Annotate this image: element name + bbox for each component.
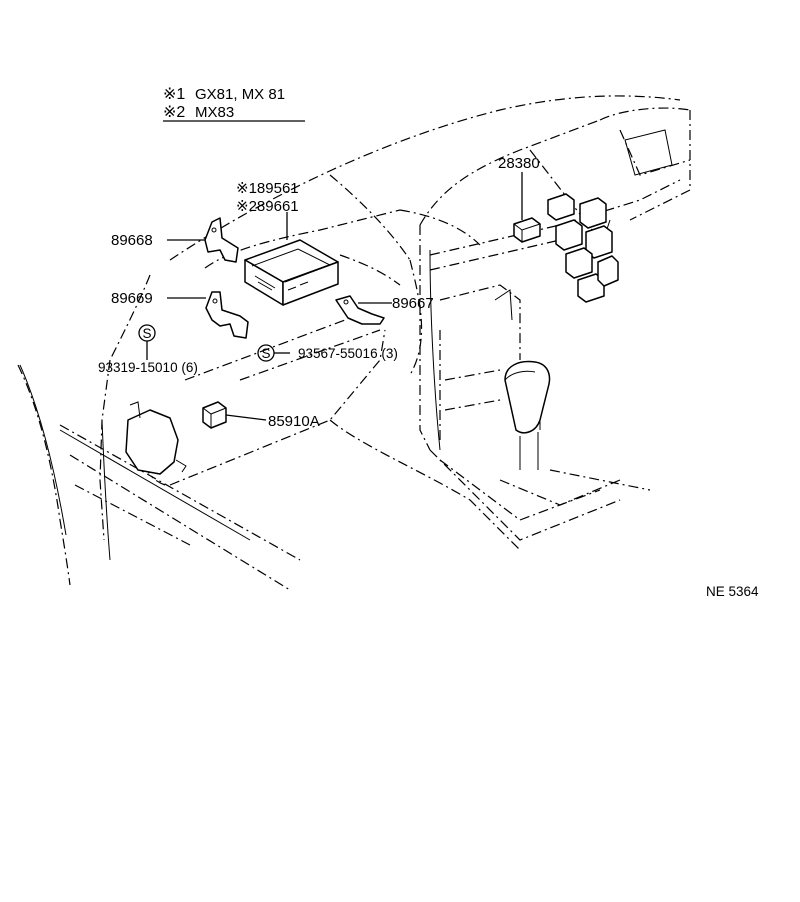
label-bracket-right: 89667 (392, 295, 434, 312)
label-ecu-1: ※189561 (236, 180, 299, 197)
control-unit-left (125, 401, 187, 475)
note-2-text: MX83 (195, 104, 234, 121)
label-bracket-lower: 89669 (111, 290, 153, 307)
shift-lever (504, 360, 551, 470)
bracket-lower (205, 291, 249, 339)
leader-lines (146, 172, 523, 421)
note-2-mark: ※2 (163, 104, 185, 121)
bracket-right (335, 295, 385, 325)
label-screw-left: 93319-15010 (6) (98, 360, 198, 375)
screw-symbol-left: S (138, 324, 156, 342)
label-connector: 85910A (268, 413, 320, 430)
svg-text:S: S (142, 326, 151, 341)
label-relay: 28380 (498, 155, 540, 172)
label-bracket-upper: 89668 (111, 232, 153, 249)
part-labels: ※189561 ※289661 89668 89669 89667 28380 … (98, 155, 759, 599)
relay (513, 217, 541, 243)
note-1-text: GX81, MX 81 (195, 86, 285, 103)
note-1-mark: ※1 (163, 86, 185, 103)
dashboard-solid-lines (19, 129, 673, 561)
model-notes: ※1 GX81, MX 81 ※2 MX83 (163, 86, 305, 122)
label-ecu-2: ※289661 (236, 198, 299, 215)
figure-id: NE 5364 (706, 584, 759, 599)
connector (202, 401, 227, 429)
junction-block (547, 193, 619, 303)
dashboard-outline (17, 95, 691, 591)
svg-text:S: S (261, 346, 270, 361)
screw-symbol-right: S (257, 344, 275, 362)
bracket-upper (204, 217, 239, 263)
ecu-unit (244, 239, 339, 306)
label-screw-right: 93567-55016 (3) (298, 346, 398, 361)
